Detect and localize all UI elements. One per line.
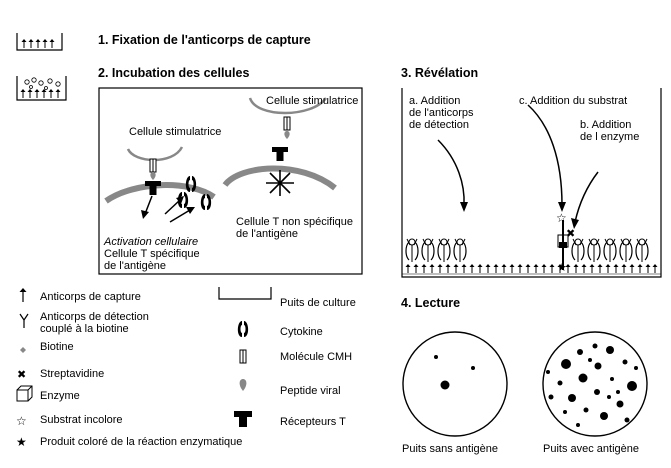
stimulating-cell-label-left: Cellule stimulatrice [129, 126, 222, 138]
step3-heading: 3. Révélation [401, 66, 479, 80]
colored-product-icon: ★ [16, 435, 27, 449]
detection-antibody-step-label: a. Addition de l'anticorps de détection [409, 95, 474, 132]
t-cell-specific-label: Cellule T spécifique de l'antigène [104, 248, 200, 273]
well-without-antigen-label: Puits sans antigène [402, 443, 499, 455]
culture-well-icon [218, 287, 272, 300]
t-cell-nonspecific-label: Cellule T non spécifique de l'antigène [236, 216, 354, 241]
legend-capture-antibody: Anticorps de capture [40, 291, 141, 303]
legend-cytokine: Cytokine [280, 326, 323, 338]
step2-heading: 2. Incubation des cellules [98, 66, 250, 80]
t-receptor-icon [234, 411, 252, 427]
legend-t-receptor: Récepteurs T [280, 416, 346, 428]
step2-box [98, 87, 363, 275]
stimulating-cell-label-right: Cellule stimulatrice [266, 95, 359, 107]
enzyme-icon [16, 385, 33, 402]
substrate-step-label: c. Addition du substrat [519, 95, 628, 107]
spots-few [434, 355, 475, 390]
no-activation-star [266, 170, 294, 196]
step3-enzyme-complex: ✖ [557, 220, 575, 270]
step4-heading: 4. Lecture [401, 296, 461, 310]
legend-enzyme: Enzyme [40, 390, 80, 402]
product-star-icon: ★ [557, 261, 567, 274]
legend-colorless-substrate: Substrat incolore [40, 414, 123, 426]
colorless-substrate-icon: ☆ [16, 414, 27, 428]
svg-text:✖: ✖ [566, 227, 575, 240]
enzyme-step-label: b. Addition de l enzyme [580, 119, 640, 144]
mhc-molecule-icon [239, 349, 247, 364]
streptavidin-icon: ✖ [17, 368, 26, 381]
step3-well [401, 88, 662, 278]
t-cell-left [104, 182, 216, 204]
legend-detection-antibody: Anticorps de détection couplé à la bioti… [40, 311, 149, 336]
step1-heading: 1. Fixation de l'anticorps de capture [98, 33, 311, 47]
stimulating-cell-right [248, 97, 328, 115]
biotin-icon [20, 347, 26, 353]
capture-antibody-icon [19, 288, 27, 302]
well-without-antigen [402, 331, 508, 437]
step3-detection-antibodies-right [571, 238, 649, 263]
well-with-antigen-label: Puits avec antigène [543, 443, 640, 455]
legend-mhc-molecule: Molécule CMH [280, 351, 353, 363]
legend-culture-well: Puits de culture [280, 297, 356, 309]
cytokine-icon [237, 321, 249, 337]
spots-many [546, 343, 638, 427]
t-cell-right [222, 165, 337, 191]
legend-biotin: Biotine [40, 341, 74, 353]
stimulating-cell-left [126, 146, 184, 162]
step3-detection-antibodies-left [405, 238, 467, 263]
substrate-star-icon: ☆ [556, 211, 567, 225]
legend-colored-product: Produit coloré de la réaction enzymatiqu… [40, 436, 243, 448]
legend-viral-peptide: Peptide viral [280, 385, 341, 397]
detection-antibody-icon [19, 313, 29, 328]
viral-peptide-icon [239, 379, 247, 391]
step3-capture-antibodies [405, 263, 658, 274]
well-with-antigen [542, 331, 648, 437]
step1-well-icon [16, 33, 63, 51]
step2-well-icon [16, 76, 67, 101]
legend-streptavidin: Streptavidine [40, 368, 105, 380]
activation-label: Activation cellulaire [104, 236, 199, 248]
